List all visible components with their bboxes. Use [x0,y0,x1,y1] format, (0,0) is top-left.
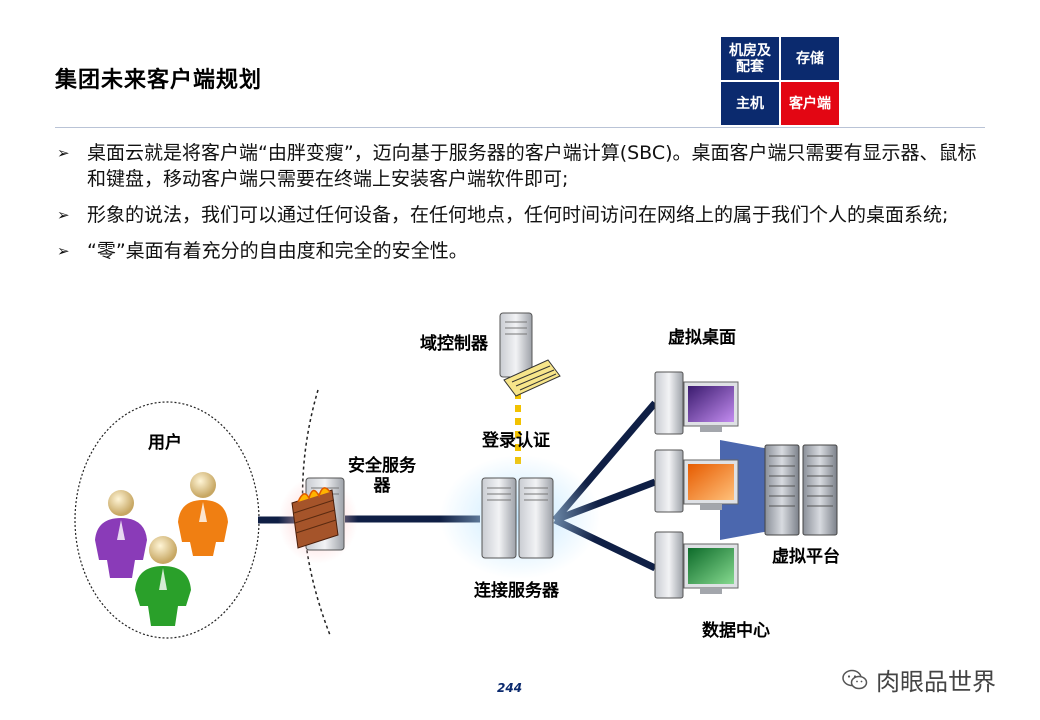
page-number: 244 [497,681,523,695]
label-domain-controller: 域控制器 [420,334,488,354]
label-security-server: 安全服务器 [348,456,416,496]
wechat-icon [842,669,868,689]
nav-client[interactable]: 客户端 [781,82,839,125]
label-virtual-platform: 虚拟平台 [772,547,840,567]
bullet-item: ➢形象的说法，我们可以通过任何设备，在任何地点，任何时间访问在网络上的属于我们个… [57,204,949,226]
user-icon-purple [95,490,147,578]
label-data-center: 数据中心 [702,621,770,641]
virtual-desktop-orange [654,449,739,513]
network-diagram: 用户 安全服务器 域控制器 登录认证 连接服务器 虚拟桌面 虚拟平台 数据中心 [0,300,1040,660]
virtual-desktop-green [654,531,739,599]
bullet-item: ➢桌面云就是将客户端“由胖变瘦”，迈向基于服务器的客户端计算(SBC)。桌面客户… [57,142,977,190]
user-icon-green [135,536,191,626]
watermark-text: 肉眼品世界 [876,668,996,696]
virtual-platform-icon [764,444,838,536]
bullet-arrow-icon: ➢ [57,242,70,260]
nav-host[interactable]: 主机 [721,82,779,125]
label-virtual-desktop: 虚拟桌面 [668,328,736,348]
bullet-item: ➢“零”桌面有着充分的自由度和完全的安全性。 [57,240,468,262]
label-connection-server: 连接服务器 [474,581,559,601]
bullet-list: ➢桌面云就是将客户端“由胖变瘦”，迈向基于服务器的客户端计算(SBC)。桌面客户… [55,140,985,274]
nav-machine-room-label: 机房及配套 [729,42,771,75]
bullet-arrow-icon: ➢ [57,206,70,224]
watermark: 肉眼品世界 [842,662,996,697]
user-icon-orange [178,472,228,556]
diagram-canvas [74,312,838,639]
label-users: 用户 [148,433,182,453]
page-title: 集团未来客户端规划 [55,68,263,93]
label-login-auth: 登录认证 [482,431,550,451]
title-divider [55,127,985,128]
security-server-icon [291,477,345,551]
connection-server-icon [481,477,554,559]
nav-machine-room[interactable]: 机房及配套 [721,37,779,80]
section-nav: 机房及配套 存储 主机 客户端 [721,37,839,125]
security-boundary-arc [301,389,331,636]
nav-storage[interactable]: 存储 [781,37,839,80]
domain-controller-icon [499,312,561,397]
bullet-arrow-icon: ➢ [57,144,70,162]
virtual-desktop-purple [654,371,739,435]
